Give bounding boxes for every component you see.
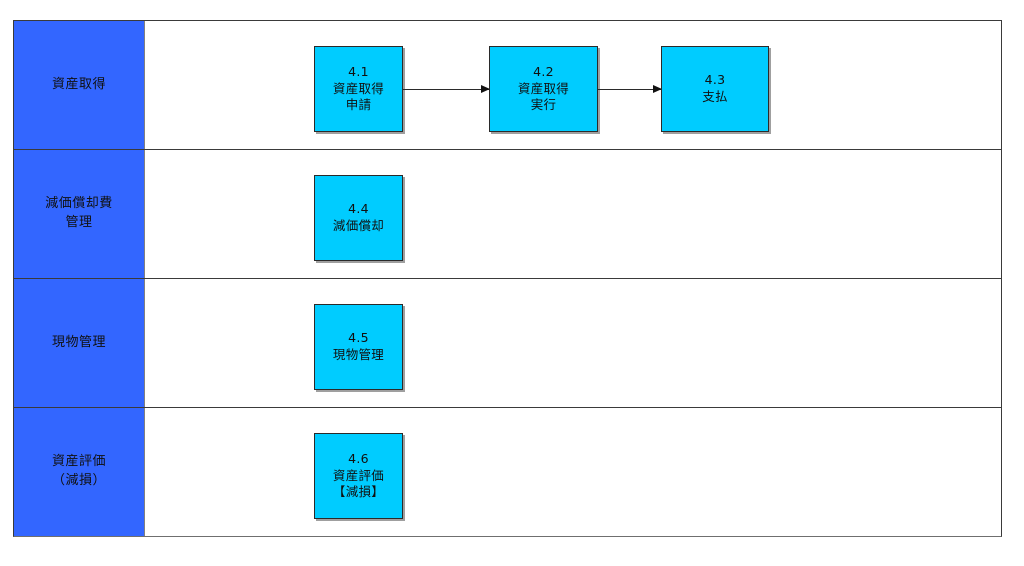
arrow-4-2-to-4-3: [598, 85, 662, 93]
lane-body-depreciation-expense-management: 4.4 減価償却: [146, 150, 1001, 278]
lane-body-asset-valuation-impairment: 4.6 資産評価 【減損】: [146, 408, 1001, 536]
process-box-4-5[interactable]: 4.5 現物管理: [314, 304, 403, 390]
lane-header-asset-valuation-impairment: 資産評価 （減損）: [14, 408, 145, 536]
swimlane-row-physical-asset-management: 現物管理 4.5 現物管理: [14, 279, 1001, 408]
process-box-4-2[interactable]: 4.2 資産取得 実行: [489, 46, 598, 132]
process-box-4-4[interactable]: 4.4 減価償却: [314, 175, 403, 261]
lane-header-asset-acquisition: 資産取得: [14, 21, 145, 149]
lane-body-physical-asset-management: 4.5 現物管理: [146, 279, 1001, 407]
process-box-4-6[interactable]: 4.6 資産評価 【減損】: [314, 433, 403, 519]
lane-header-depreciation-expense-management: 減価償却費 管理: [14, 150, 145, 278]
swimlane-row-asset-valuation-impairment: 資産評価 （減損） 4.6 資産評価 【減損】: [14, 408, 1001, 536]
lane-header-physical-asset-management: 現物管理: [14, 279, 145, 407]
arrow-4-1-to-4-2: [403, 85, 490, 93]
lane-body-asset-acquisition: 4.1 資産取得 申請 4.2 資産取得 実行 4.3 支払: [146, 21, 1001, 149]
swimlane-table: 資産取得 4.1 資産取得 申請 4.2 資産取得 実行 4.3 支払 減価償却…: [13, 20, 1002, 537]
swimlane-row-asset-acquisition: 資産取得 4.1 資産取得 申請 4.2 資産取得 実行 4.3 支払: [14, 21, 1001, 150]
swimlane-row-depreciation-expense-management: 減価償却費 管理 4.4 減価償却: [14, 150, 1001, 279]
process-box-4-3[interactable]: 4.3 支払: [661, 46, 769, 132]
process-box-4-1[interactable]: 4.1 資産取得 申請: [314, 46, 403, 132]
